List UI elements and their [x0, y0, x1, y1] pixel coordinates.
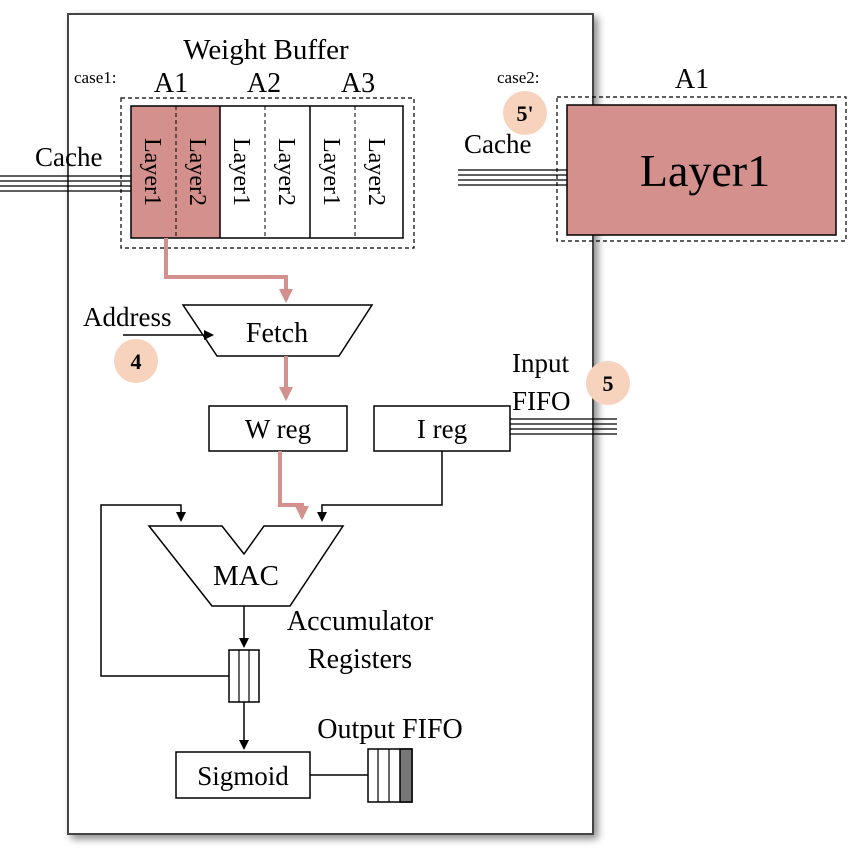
sigmoid-label: Sigmoid	[197, 761, 289, 791]
column-header-a1: A1	[154, 68, 188, 99]
step-4-badge	[114, 339, 158, 383]
case2-buffer-outline	[556, 96, 847, 242]
mac-unit	[147, 525, 345, 607]
step-5prime-label: 5'	[516, 101, 533, 126]
wreg-to-mac-arrow	[278, 451, 309, 520]
case1-cell-label: Layer2	[184, 138, 210, 206]
step-5-badge	[586, 361, 630, 405]
i-reg-label: I reg	[417, 414, 467, 444]
input-fifo-bus	[510, 418, 617, 435]
step-4-label: 4	[131, 349, 142, 374]
case1-cell-label: Layer1	[228, 138, 254, 206]
weight-to-fetch-arrow	[164, 238, 293, 303]
feedback-loop-arrow	[100, 504, 229, 677]
case1-cell-a1-layer2	[176, 106, 220, 238]
output-fifo-label: Output FIFO	[317, 714, 462, 745]
case1-buffer-box	[130, 105, 404, 239]
case1-cell-label: Layer2	[363, 138, 389, 206]
case1-label: case1:	[74, 68, 116, 87]
accumulator-label-line1: Accumulator	[287, 606, 434, 637]
step-5prime-badge	[503, 91, 547, 135]
case1-cell-label: Layer2	[273, 138, 299, 206]
case1-cell-label: Layer1	[318, 138, 344, 206]
accumulator-label-line2: Registers	[308, 644, 412, 675]
ireg-to-mac-arrow	[317, 451, 443, 522]
w-reg-label: W reg	[245, 414, 311, 444]
column-header-a2: A2	[247, 68, 281, 99]
case1-cell-a1-layer1	[131, 106, 176, 238]
case1-buffer-outline	[120, 97, 415, 249]
cache-bus-right	[458, 169, 567, 186]
sigmoid-box	[175, 751, 311, 799]
column-header-a3: A3	[341, 68, 375, 99]
input-fifo-label-line1: Input	[512, 348, 569, 378]
cache-bus-left	[0, 175, 131, 192]
input-fifo-label-line2: FIFO	[512, 386, 571, 416]
case1-cell-label: Layer1	[139, 138, 165, 206]
case2-column-header: A1	[675, 64, 709, 95]
output-fifo	[367, 748, 413, 803]
accumulator-registers	[228, 649, 260, 703]
address-label: Address	[83, 302, 172, 332]
cache-label-left: Cache	[35, 142, 102, 172]
step-5-label: 5	[603, 371, 614, 396]
case2-cell-label: Layer1	[640, 145, 770, 196]
weight-buffer-title: Weight Buffer	[183, 34, 349, 66]
case2-label: case2:	[497, 68, 539, 87]
fetch-label: Fetch	[246, 318, 308, 349]
mac-label: MAC	[213, 560, 279, 592]
